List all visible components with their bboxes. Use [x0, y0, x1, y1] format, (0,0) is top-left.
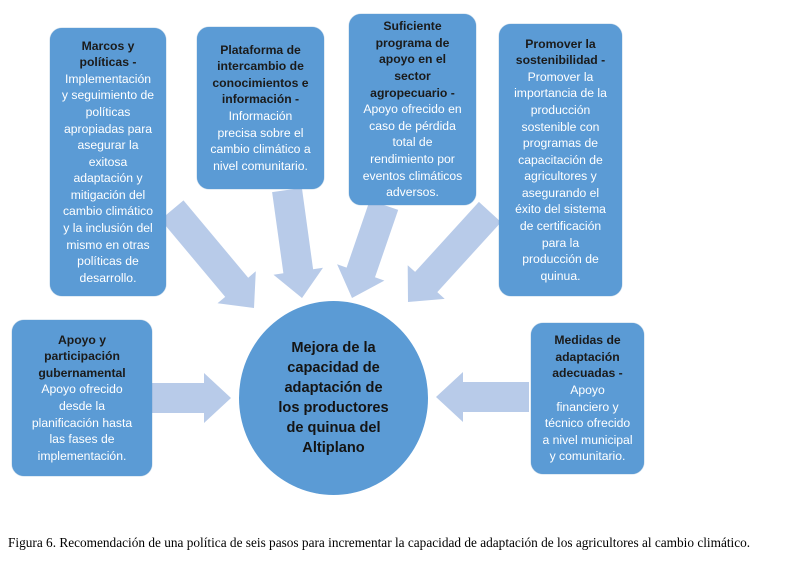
- box-title: Promover la sostenibilidad -: [502, 36, 619, 69]
- box-description-line: adversos.: [386, 185, 439, 200]
- center-text-line: Altiplano: [302, 440, 365, 456]
- box-description-line: precisa sobre el: [217, 125, 304, 140]
- box-description-line: importancia de la: [514, 86, 607, 101]
- box-description-line: quinua.: [540, 268, 581, 283]
- box-description-line: planificación hasta: [31, 415, 133, 430]
- box-description-line: financiero y: [556, 399, 619, 414]
- box-title-line: Medidas de: [554, 333, 621, 348]
- box-title-line: programa de: [375, 35, 450, 50]
- box-title-line: Apoyo y: [57, 332, 107, 347]
- arrow-plataforma-icon: [272, 187, 323, 298]
- center-goal-circle: Mejora de la capacidad de adaptación de los…: [239, 301, 428, 495]
- box-title-line: gubernamental: [38, 365, 126, 380]
- box-title-line: políticas -: [79, 55, 137, 70]
- center-text-line: Mejora de la: [291, 340, 376, 356]
- box-marcos-y-politicas: Marcos y políticas -Implementación y segui…: [50, 28, 166, 296]
- box-description-line: apropiadas para: [63, 121, 153, 136]
- box-description-line: programas de: [522, 136, 599, 151]
- center-text-line: de quinua del: [286, 420, 381, 436]
- box-title-line: intercambio de: [217, 59, 304, 74]
- box-description-line: implementación.: [37, 448, 127, 463]
- box-description-line: adaptación y: [73, 171, 143, 186]
- box-description-line: caso de pérdida: [369, 118, 456, 133]
- box-description-line: mitigación del: [70, 187, 146, 202]
- box-description-line: políticas: [85, 104, 131, 119]
- box-description-line: de certificación: [519, 219, 602, 234]
- box-description-line: mismo en otras: [66, 237, 150, 252]
- box-title-line: adaptación: [555, 349, 620, 364]
- box-description-line: Apoyo: [570, 382, 605, 397]
- box-title-line: información -: [221, 92, 300, 107]
- box-title-line: Marcos y: [81, 38, 135, 53]
- figure-caption: Figura 6. Recomendación de una política …: [8, 535, 751, 550]
- box-title-line: Promover la: [525, 36, 596, 51]
- box-description-line: producción: [530, 102, 591, 117]
- box-title-line: conocimientos e: [212, 75, 309, 90]
- box-description-line: rendimiento por: [370, 151, 455, 166]
- arrow-medidas-icon: [436, 372, 529, 422]
- box-description-line: políticas de: [77, 254, 139, 269]
- center-text-line: capacidad de: [287, 360, 380, 376]
- center-text-line: los productores: [278, 400, 389, 416]
- box-title-line: Suficiente: [383, 19, 442, 34]
- box-description-line: producción de: [522, 252, 599, 267]
- box-description-line: y comunitario.: [549, 449, 626, 464]
- box-description-line: para la: [541, 235, 580, 250]
- box-title-line: participación: [44, 349, 120, 364]
- box-description-line: asegurando el: [521, 185, 600, 200]
- box-description-line: cambio climático a: [210, 142, 311, 157]
- box-title-line: sector: [394, 69, 431, 84]
- box-description-line: y la inclusión del: [63, 221, 153, 236]
- box-title-line: sostenibilidad -: [515, 53, 606, 68]
- box-description-line: agricultores y: [524, 169, 597, 184]
- box-description-line: Apoyo ofrecido: [41, 382, 123, 397]
- box-description-line: total de: [392, 135, 433, 150]
- box-description-line: las fases de: [49, 432, 115, 447]
- box-description-line: técnico ofrecido: [544, 416, 631, 431]
- box-description-line: cambio climático: [62, 204, 154, 219]
- box-description-line: desde la: [58, 399, 106, 413]
- box-description-line: exitosa: [88, 154, 128, 169]
- box-description-line: éxito del sistema: [515, 202, 606, 217]
- box-description-line: capacitación de: [518, 152, 603, 167]
- box-title-line: adecuadas -: [552, 366, 623, 381]
- box-description-line: a nivel municipal: [542, 432, 633, 447]
- box-description-line: Implementación: [64, 71, 152, 86]
- box-description-line: Promover la: [527, 69, 594, 84]
- box-description-line: sostenible con: [521, 119, 600, 134]
- box-description: Apoyo ofrecido desde la planificación hast…: [15, 381, 149, 464]
- box-description-line: y seguimiento de: [61, 88, 155, 103]
- box-description-line: asegurar la: [77, 138, 139, 153]
- box-title: Marcos y políticas -: [53, 38, 163, 71]
- box-description-line: eventos climáticos: [362, 168, 463, 183]
- box-title-line: Plataforma de: [220, 42, 301, 57]
- arrow-marcos-icon: [160, 200, 256, 308]
- box-description-line: Información: [228, 109, 293, 123]
- arrow-apoyo-icon: [152, 373, 231, 423]
- arrow-promover-icon: [407, 201, 502, 302]
- box-title-line: apoyo en el: [378, 52, 447, 67]
- arrow-suficiente-icon: [337, 200, 399, 298]
- box-description-line: nivel comunitario.: [213, 158, 308, 173]
- box-description-line: Apoyo ofrecido en: [363, 102, 462, 117]
- box-description: Información precisa sobre el cambio climát…: [200, 108, 321, 174]
- box-description-line: desarrollo.: [79, 270, 137, 285]
- center-text-line: adaptación de: [284, 380, 383, 396]
- box-title-line: agropecuario -: [370, 85, 455, 100]
